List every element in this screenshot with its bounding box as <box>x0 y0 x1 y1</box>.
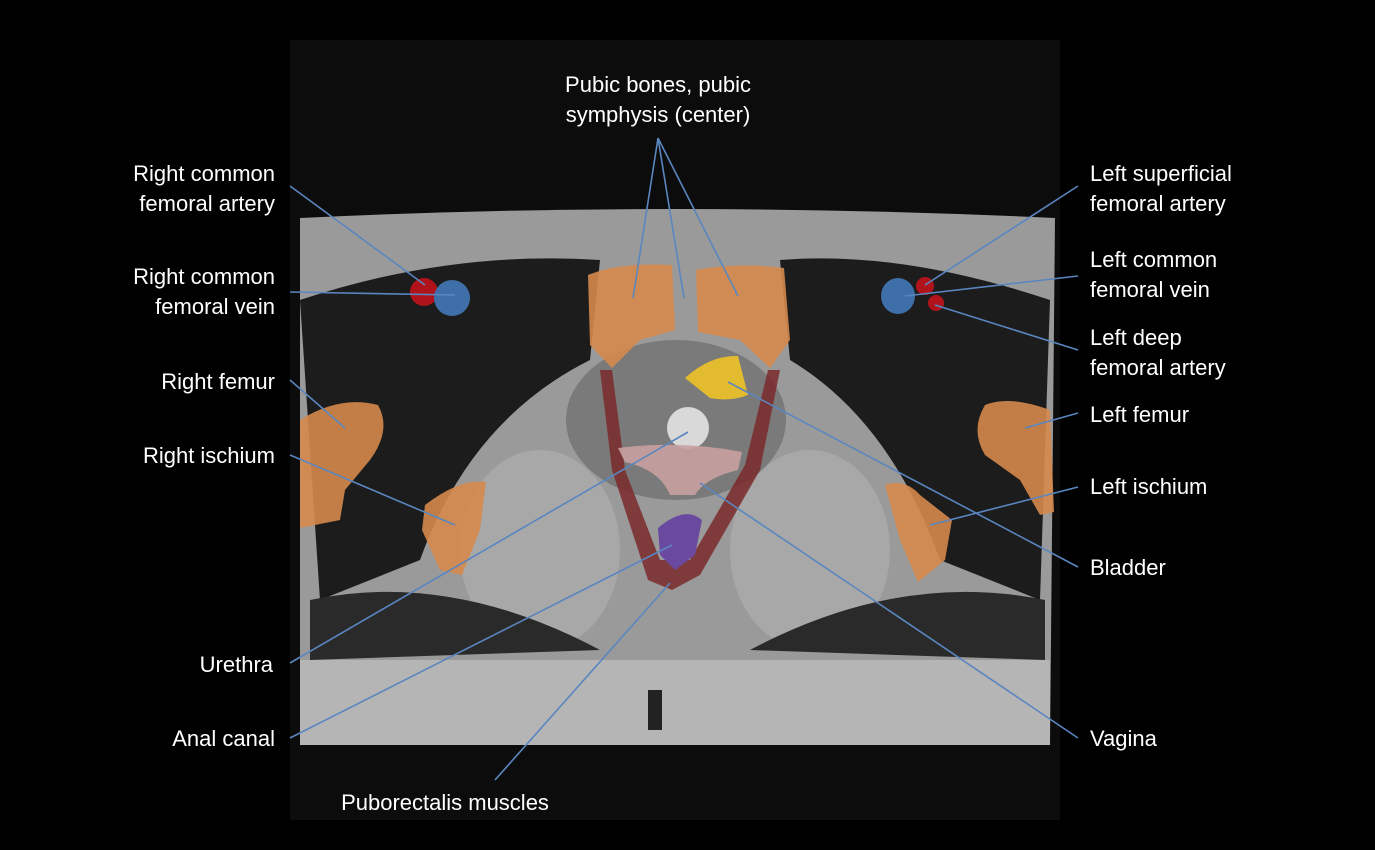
label-puborectalis: Puborectalis muscles <box>341 790 549 815</box>
anal-canal <box>658 514 702 570</box>
right-pubic-bone <box>588 264 675 368</box>
puborectalis-muscles <box>600 370 780 590</box>
vagina <box>618 444 742 495</box>
label-left-ischium: Left ischium <box>1090 474 1207 499</box>
left-femur <box>977 401 1054 515</box>
label-left-femur: Left femur <box>1090 402 1189 427</box>
label-left-cfv-line2: femoral vein <box>1090 277 1210 302</box>
left-ischium <box>885 482 952 582</box>
right-common-femoral-vein <box>434 280 470 316</box>
label-anal-canal: Anal canal <box>172 726 275 751</box>
label-urethra: Urethra <box>200 652 274 677</box>
label-right-cfv-line2: femoral vein <box>155 294 275 319</box>
label-left-dfa-line2: femoral artery <box>1090 355 1226 380</box>
label-right-cfa-line2: femoral artery <box>139 191 275 216</box>
right-common-femoral-artery <box>410 278 438 306</box>
label-left-dfa-line1: Left deep <box>1090 325 1182 350</box>
label-right-cfv-line1: Right common <box>133 264 275 289</box>
urethra <box>667 407 709 449</box>
label-vagina: Vagina <box>1090 726 1158 751</box>
label-right-ischium: Right ischium <box>143 443 275 468</box>
label-left-sfa-line1: Left superficial <box>1090 161 1232 186</box>
left-common-femoral-vein <box>881 278 915 314</box>
right-ischium <box>422 481 486 575</box>
label-right-cfa-line1: Right common <box>133 161 275 186</box>
label-left-sfa-line2: femoral artery <box>1090 191 1226 216</box>
label-left-cfv-line1: Left common <box>1090 247 1217 272</box>
left-pubic-bone <box>696 265 790 368</box>
right-femur <box>300 402 384 528</box>
left-deep-femoral-artery <box>928 295 944 311</box>
label-bladder: Bladder <box>1090 555 1166 580</box>
label-pubic-bones-line1: Pubic bones, pubic <box>565 72 751 97</box>
label-pubic-bones-line2: symphysis (center) <box>566 102 751 127</box>
label-right-femur: Right femur <box>161 369 275 394</box>
bladder <box>685 355 748 400</box>
leader-lines <box>289 137 1079 781</box>
